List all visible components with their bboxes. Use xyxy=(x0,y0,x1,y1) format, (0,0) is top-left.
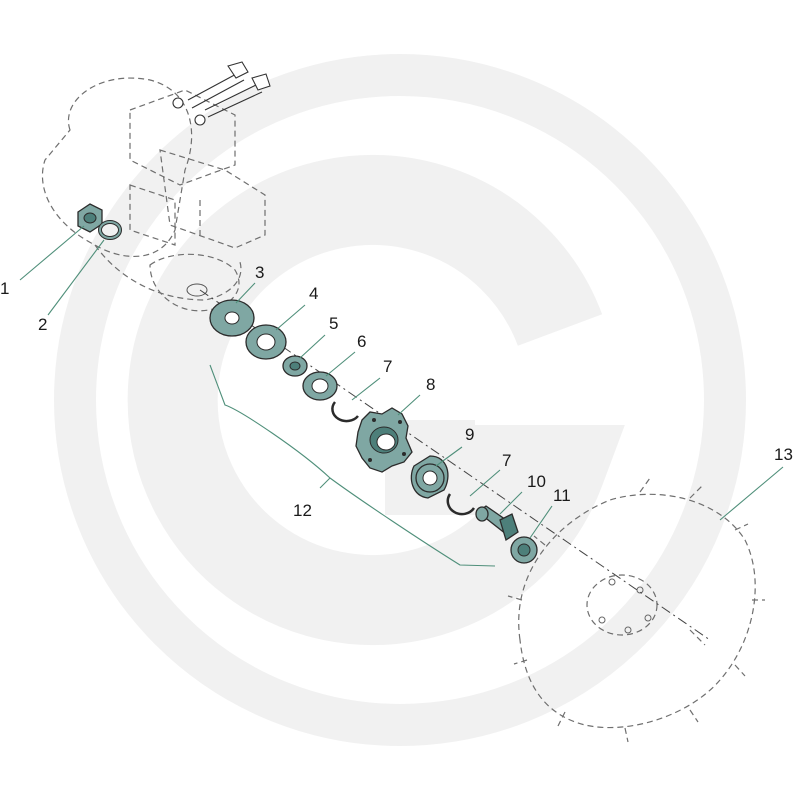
disc-outline xyxy=(507,477,765,743)
callout-13: 13 xyxy=(774,445,793,464)
callout-10: 10 xyxy=(527,472,546,491)
part-3-flat-washer xyxy=(209,299,255,337)
part-4-washer xyxy=(245,324,287,360)
callout-3: 3 xyxy=(255,263,264,282)
part-5-spacer xyxy=(282,355,308,377)
part-1-nut xyxy=(77,203,103,233)
part-6-ring xyxy=(302,371,338,401)
callout-7b: 7 xyxy=(502,451,511,470)
leader-lines xyxy=(19,225,784,567)
callout-5: 5 xyxy=(329,314,338,333)
callout-8: 8 xyxy=(426,375,435,394)
callout-4: 4 xyxy=(309,284,318,303)
part-9-bearing xyxy=(410,455,449,499)
callout-1: 1 xyxy=(0,279,9,298)
part-2-washer xyxy=(98,220,122,240)
callout-12: 12 xyxy=(293,501,312,520)
callout-11: 11 xyxy=(553,486,571,505)
callout-7a: 7 xyxy=(383,357,392,376)
callout-9: 9 xyxy=(465,425,474,444)
bolts xyxy=(172,61,271,126)
part-7-circlip-second xyxy=(446,493,476,516)
callout-labels: 1 2 3 4 5 6 7 8 9 7 10 11 12 13 xyxy=(0,263,793,520)
part-8-hub-flange xyxy=(355,407,413,473)
part-11-nut xyxy=(510,536,538,564)
watermark-logo xyxy=(54,54,746,746)
housing-outline xyxy=(41,77,266,312)
callout-2: 2 xyxy=(38,315,47,334)
part-10-shaft xyxy=(475,505,519,542)
callout-6: 6 xyxy=(357,332,366,351)
part-7-circlip xyxy=(331,401,359,423)
